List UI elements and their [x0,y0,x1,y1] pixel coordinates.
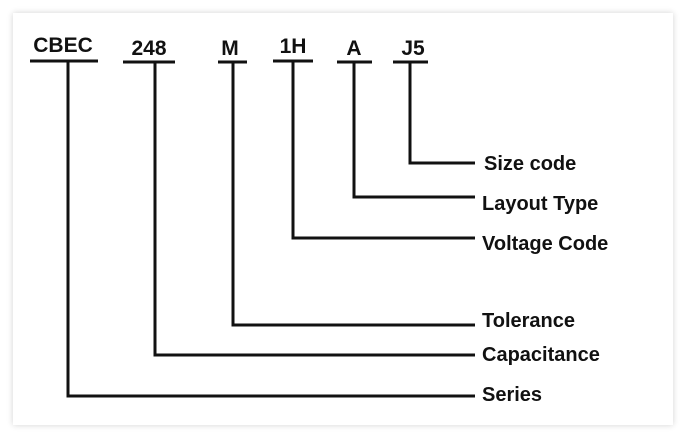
code-series: CBEC [33,34,93,57]
connector-tolerance [231,62,475,327]
code-tolerance: M [221,37,239,60]
label-series: Series [482,384,542,406]
label-layout-type: Layout Type [482,193,598,215]
connector-layout [352,62,475,199]
code-layout: A [346,37,361,60]
connector-capacitance [153,62,475,357]
code-size: J5 [401,37,425,60]
connector-series [66,61,475,398]
code-voltage: 1H [280,35,307,58]
label-size-code: Size code [484,153,576,175]
code-capacitance: 248 [131,37,166,60]
label-voltage-code: Voltage Code [482,233,608,255]
label-capacitance: Capacitance [482,344,600,366]
label-tolerance: Tolerance [482,310,575,332]
connector-size [408,62,475,165]
connector-voltage [291,61,475,240]
